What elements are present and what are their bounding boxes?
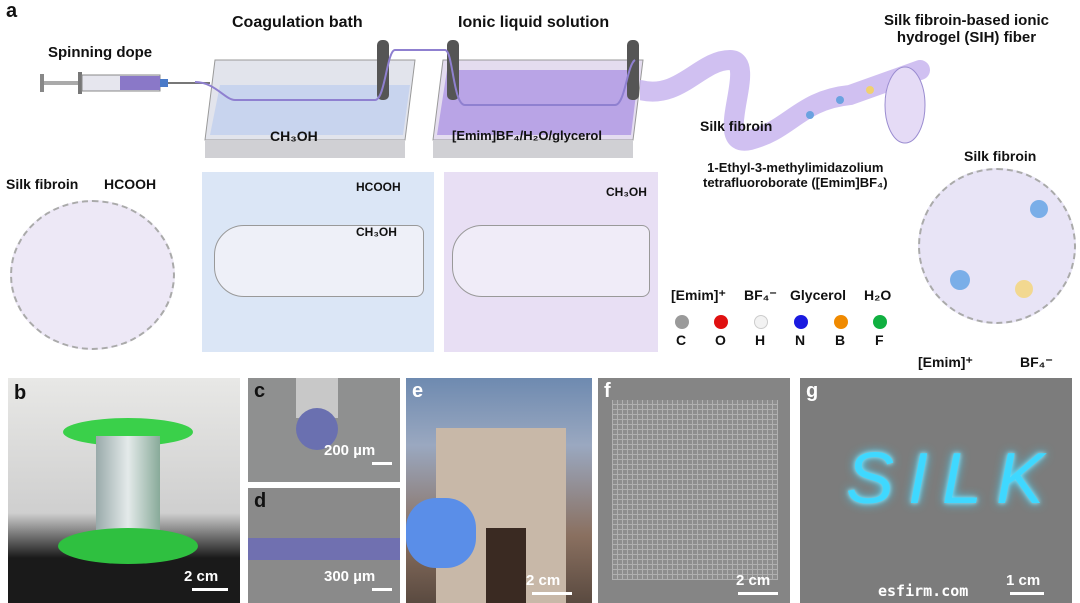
atom-n-label: N xyxy=(795,332,806,348)
atom-h-label: H xyxy=(755,332,766,348)
atom-n-icon xyxy=(794,315,808,329)
right-bf4-label: BF₄⁻ xyxy=(1020,354,1053,370)
cyl2-ch3oh: CH₃OH xyxy=(606,185,647,199)
panel-label: b xyxy=(14,382,27,404)
panel-label: f xyxy=(604,380,611,402)
baths-illustration xyxy=(195,40,644,158)
atom-f-label: F xyxy=(875,332,884,348)
watermark: esfirm.com xyxy=(878,582,969,600)
panel-label: g xyxy=(806,380,819,402)
glow-text: SILK xyxy=(846,439,1059,519)
legend-emim: [Emim]⁺ xyxy=(671,287,726,303)
sih-fiber-title: Silk fibroin-based ionic hydrogel (SIH) … xyxy=(884,12,1049,46)
fiber-cylinder-2 xyxy=(452,225,650,297)
coagulation-bath-label: Coagulation bath xyxy=(232,14,363,31)
panel-g-glow-photo: SILK g 1 cm xyxy=(800,378,1072,603)
scale-bar xyxy=(372,588,392,591)
sih-title-line2: hydrogel (SIH) fiber xyxy=(896,29,1037,46)
sih-fiber-illustration xyxy=(640,49,930,151)
atom-b-label: B xyxy=(835,332,846,348)
right-emim-label: [Emim]⁺ xyxy=(918,354,973,370)
atom-o-icon xyxy=(714,315,728,329)
panel-label: c xyxy=(254,380,266,402)
bath1-solvent: CH₃OH xyxy=(270,128,318,144)
legend-bf4: BF₄⁻ xyxy=(744,287,777,303)
panel-label: d xyxy=(254,490,267,512)
panel-e-building-photo: e 2 cm xyxy=(406,378,592,603)
atom-h-icon xyxy=(754,315,768,329)
atom-c-icon xyxy=(675,315,689,329)
scale-label: 300 µm xyxy=(324,568,376,585)
emim-line2: tetrafluoroborate ([Emim]BF₄) xyxy=(703,175,888,190)
cyl1-ch3oh: CH₃OH xyxy=(356,225,397,239)
scale-label: 200 µm xyxy=(324,442,376,459)
panel-b-spool-photo: b 2 cm xyxy=(8,378,240,603)
sih-title-line1: Silk fibroin-based ionic xyxy=(884,12,1050,29)
panel-c-cross-section: c 200 µm xyxy=(248,378,400,482)
ionic-liquid-label: Ionic liquid solution xyxy=(458,14,610,31)
scale-bar xyxy=(192,588,228,591)
bath2-solvent: [Emim]BF₄/H₂O/glycerol xyxy=(452,128,602,143)
scale-bar xyxy=(372,462,392,465)
atom-f-icon xyxy=(873,315,887,329)
panel-label: e xyxy=(412,380,424,402)
emim-line1: 1-Ethyl-3-methylimidazolium xyxy=(707,160,884,175)
dope-zoom-circle xyxy=(10,200,175,350)
panel-d-longitudinal: d 300 µm xyxy=(248,488,400,603)
legend-glycerol: Glycerol xyxy=(790,287,847,303)
syringe-icon xyxy=(40,72,210,94)
sih-zoom-circle xyxy=(918,168,1076,324)
scale-label: 2 cm xyxy=(736,572,771,589)
panel-label: a xyxy=(6,0,18,22)
panel-f-textile-photo: f 2 cm xyxy=(598,378,790,603)
atom-c-label: C xyxy=(676,332,687,348)
right-silk-fibroin-label: Silk fibroin xyxy=(964,148,1037,164)
emim-bf4-label: 1-Ethyl-3-methylimidazolium tetrafluorob… xyxy=(703,160,888,190)
fiber-silk-fibroin-label: Silk fibroin xyxy=(700,118,773,134)
scale-label: 2 cm xyxy=(526,572,561,589)
spinning-dope-label: Spinning dope xyxy=(48,44,153,61)
cyl1-hcooh: HCOOH xyxy=(356,180,401,194)
dope-silk-fibroin-label: Silk fibroin xyxy=(6,176,79,192)
scale-bar xyxy=(532,592,572,595)
atom-o-label: O xyxy=(715,332,726,348)
dope-hcooh-label: HCOOH xyxy=(104,176,157,192)
scale-label: 1 cm xyxy=(1006,572,1041,589)
scale-bar xyxy=(1010,592,1044,595)
atom-b-icon xyxy=(834,315,848,329)
scale-bar xyxy=(738,592,778,595)
scale-label: 2 cm xyxy=(184,568,219,585)
fiber-cylinder-1 xyxy=(214,225,424,297)
legend-h2o: H₂O xyxy=(864,287,892,303)
